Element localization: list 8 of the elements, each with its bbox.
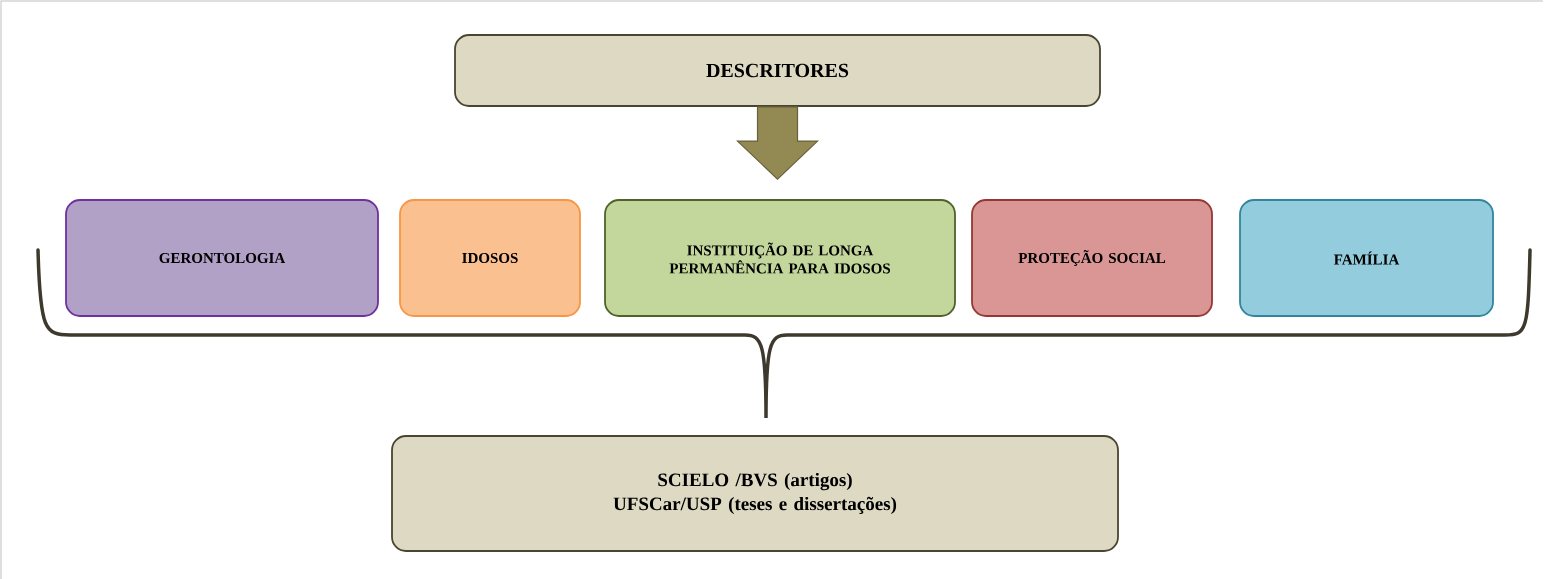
- topic-box: INSTITUIÇÃO DE LONGA PERMANÊNCIA PARA IDOSOS: [604, 199, 956, 317]
- heading-box: DESCRITORES: [454, 34, 1101, 107]
- topic-box: GERONTOLOGIA: [65, 199, 379, 317]
- block-arrow: [736, 106, 819, 180]
- topic-box: IDOSOS: [399, 199, 581, 317]
- topic-box: PROTEÇÃO SOCIAL: [971, 199, 1213, 317]
- topic-box: FAMÍLIA: [1239, 199, 1494, 317]
- result-box: SCIELO /BVS (artigos) UFSCar/USP (teses e dissertações): [391, 435, 1119, 552]
